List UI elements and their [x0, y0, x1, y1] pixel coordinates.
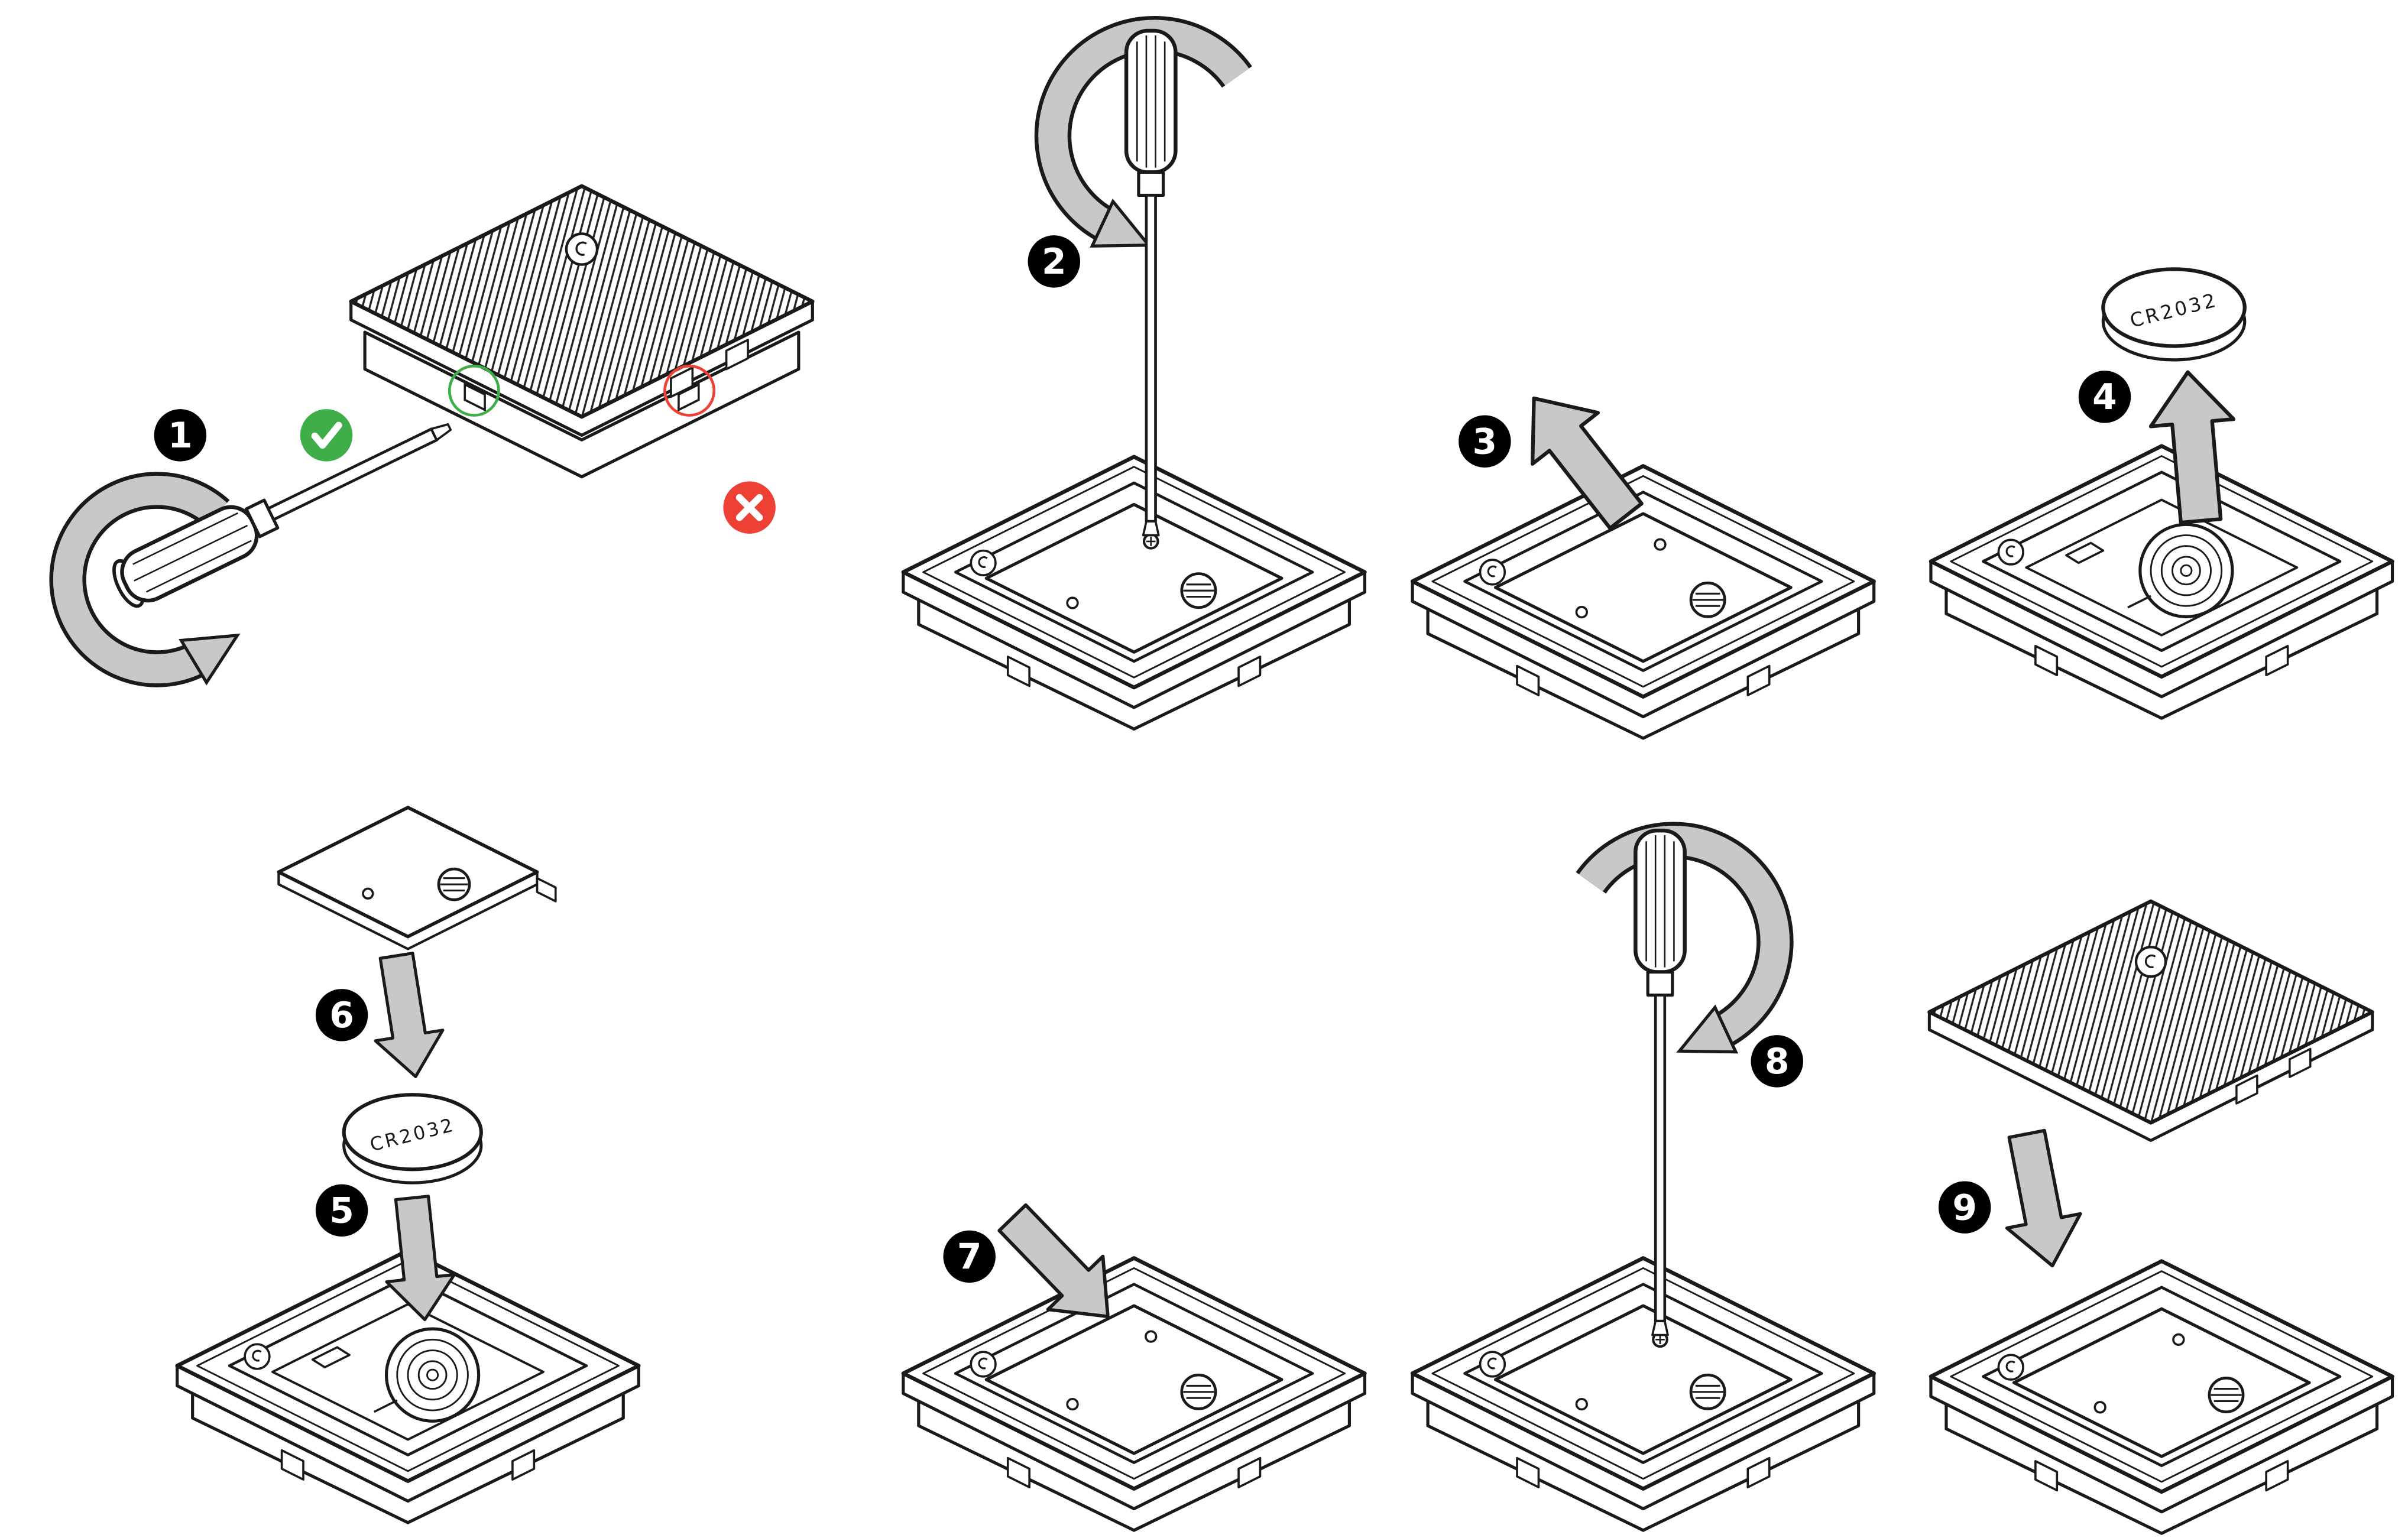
step-badge: 4	[2078, 371, 2131, 423]
step-number: 9	[1952, 1187, 1977, 1228]
step-number: 8	[1765, 1041, 1790, 1082]
step-8: 8	[1412, 822, 1874, 1530]
highlight-circle-incorrect	[663, 364, 716, 417]
device-open	[1412, 466, 1874, 738]
screw	[1652, 1331, 1668, 1348]
cr2032-battery	[2103, 269, 2244, 360]
step-badge: 6	[315, 989, 368, 1041]
step-number: 4	[2092, 377, 2117, 418]
step-1: 1	[49, 186, 813, 687]
step-number: 2	[1042, 241, 1067, 283]
step-9: 9	[1929, 901, 2392, 1533]
step-badge: 8	[1751, 1035, 1803, 1088]
check-icon	[300, 409, 353, 462]
highlight-circle-correct	[448, 364, 500, 417]
step-number: 1	[168, 415, 193, 456]
step-badge: 5	[315, 1184, 368, 1237]
battery-cover-plate	[277, 806, 557, 950]
step-badge: 9	[1938, 1181, 1991, 1234]
device-open-battery-bay	[1931, 446, 2393, 719]
step-badge: 7	[943, 1230, 996, 1283]
step-badge: 3	[1459, 415, 1511, 468]
step-number: 5	[329, 1190, 354, 1232]
step-badge: 2	[1028, 235, 1081, 288]
step-badge: 1	[154, 409, 207, 462]
step-number: 6	[329, 995, 354, 1036]
step-3: 3	[1412, 373, 1874, 738]
device-closed	[351, 186, 813, 479]
step-number: 3	[1473, 421, 1498, 463]
place-top-arrow	[1990, 1127, 2089, 1273]
device-open	[903, 1258, 1365, 1530]
screwdriver-angled	[112, 423, 452, 608]
rotation-arrow-ccw	[1034, 16, 1252, 248]
step-2: 2	[903, 16, 1365, 729]
device-open	[1412, 1258, 1874, 1530]
striped-top-cover	[1929, 901, 2372, 1141]
step-7: 7	[903, 1191, 1365, 1530]
insert-cover-arrow	[363, 950, 449, 1082]
screw	[1142, 533, 1159, 550]
step-5-6: 6 5	[177, 806, 639, 1523]
device-open	[903, 457, 1365, 729]
cross-icon	[723, 481, 776, 534]
device-open	[1931, 1261, 2393, 1534]
step-number: 7	[957, 1237, 982, 1278]
step-4: 4	[1931, 269, 2393, 718]
cr2032-battery	[344, 1095, 481, 1183]
rotation-arrow-ccw	[49, 472, 241, 687]
